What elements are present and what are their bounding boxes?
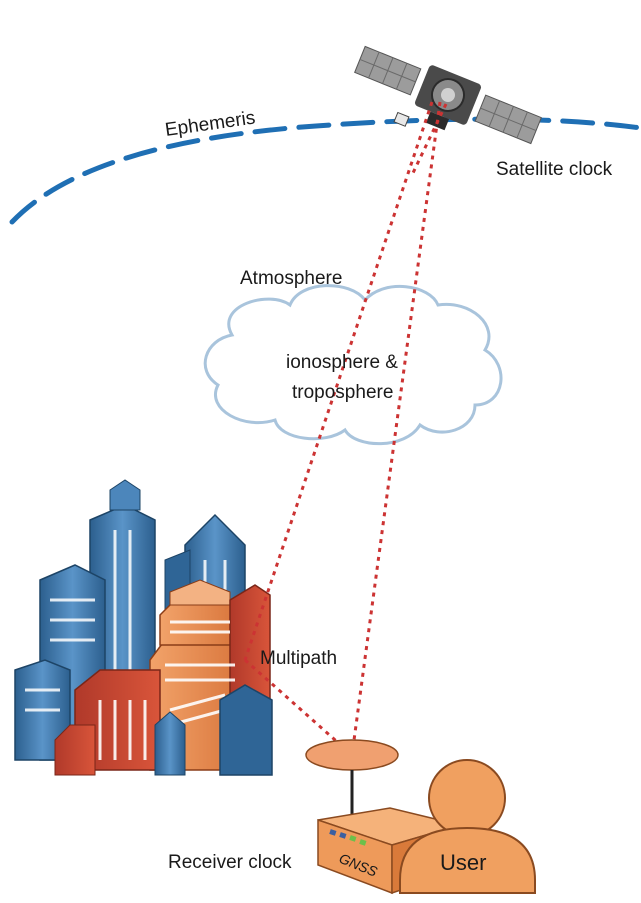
city-buildings-icon <box>14 479 273 776</box>
receiver-clock-label: Receiver clock <box>168 852 292 873</box>
satellite-icon <box>354 45 542 145</box>
satellite-clock-label: Satellite clock <box>496 159 613 180</box>
user-icon <box>399 759 536 894</box>
atmosphere-label: Atmosphere <box>240 268 342 289</box>
user-label: User <box>440 850 486 875</box>
orbit-arc <box>9 116 641 225</box>
antenna-dish-icon <box>305 739 399 820</box>
signal-paths <box>243 101 448 757</box>
troposphere-label: troposphere <box>292 382 393 403</box>
ionosphere-label: ionosphere & <box>286 352 398 373</box>
ephemeris-label: Ephemeris <box>164 108 257 141</box>
atmosphere-cloud <box>203 284 503 446</box>
multipath-label: Multipath <box>260 648 337 669</box>
signal-direct <box>350 101 442 756</box>
signal-side <box>410 103 448 176</box>
signal-multipath-bounce <box>244 658 353 757</box>
